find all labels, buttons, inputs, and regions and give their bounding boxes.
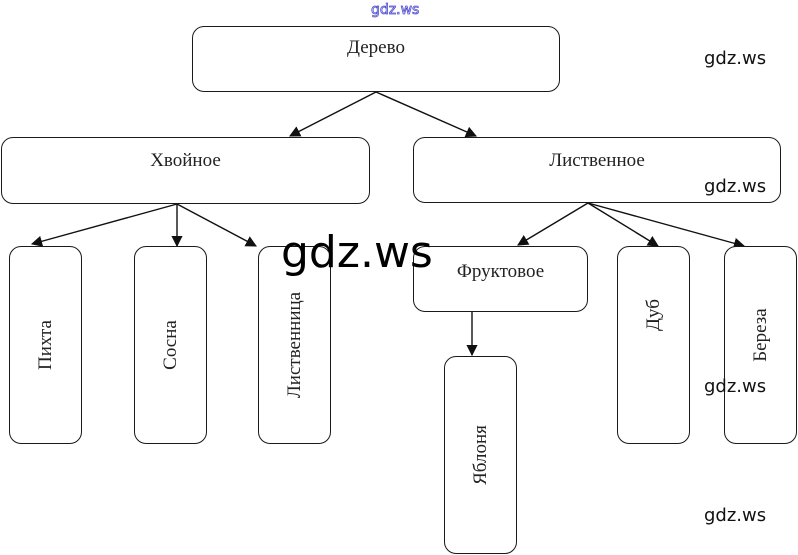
node-larch-label: Лиственница <box>283 291 305 399</box>
arrow-deciduous-oak <box>587 202 659 247</box>
arrow-deciduous-fruit <box>517 202 589 246</box>
node-apple: Яблоня <box>444 356 517 554</box>
node-larch: Лиственница <box>258 246 331 444</box>
node-pine: Сосна <box>134 246 207 444</box>
node-root-label: Дерево <box>347 37 405 58</box>
arrow-root-coniferous <box>289 91 377 137</box>
node-coniferous-label: Хвойное <box>150 150 221 171</box>
node-oak: Дуб <box>617 246 690 444</box>
node-fir: Пихта <box>9 246 82 444</box>
arrow-deciduous-birch <box>587 202 746 249</box>
node-deciduous: Лиственное <box>413 137 781 203</box>
node-deciduous-label: Лиственное <box>549 150 645 171</box>
watermark-big: gdz.ws <box>281 227 433 278</box>
watermark-side-1: gdz.ws <box>704 48 767 69</box>
node-coniferous: Хвойное <box>1 137 370 204</box>
arrow-root-deciduous <box>375 91 478 138</box>
node-oak-label: Дуб <box>642 299 664 331</box>
node-birch-label: Береза <box>749 308 771 362</box>
node-birch: Береза <box>724 246 797 444</box>
watermark-side-2: gdz.ws <box>704 176 767 197</box>
node-fir-label: Пихта <box>34 320 56 370</box>
arrow-coniferous-fir <box>30 203 178 247</box>
watermark-side-4: gdz.ws <box>704 505 767 526</box>
arrow-coniferous-larch <box>176 203 257 247</box>
watermark-top: gdz.ws <box>371 2 420 19</box>
watermark-side-3: gdz.ws <box>704 376 767 397</box>
node-fruit: Фруктовое <box>413 246 588 312</box>
node-fruit-label: Фруктовое <box>456 261 545 282</box>
node-pine-label: Сосна <box>159 320 181 370</box>
node-apple-label: Яблоня <box>469 425 491 485</box>
node-root: Дерево <box>192 26 560 92</box>
